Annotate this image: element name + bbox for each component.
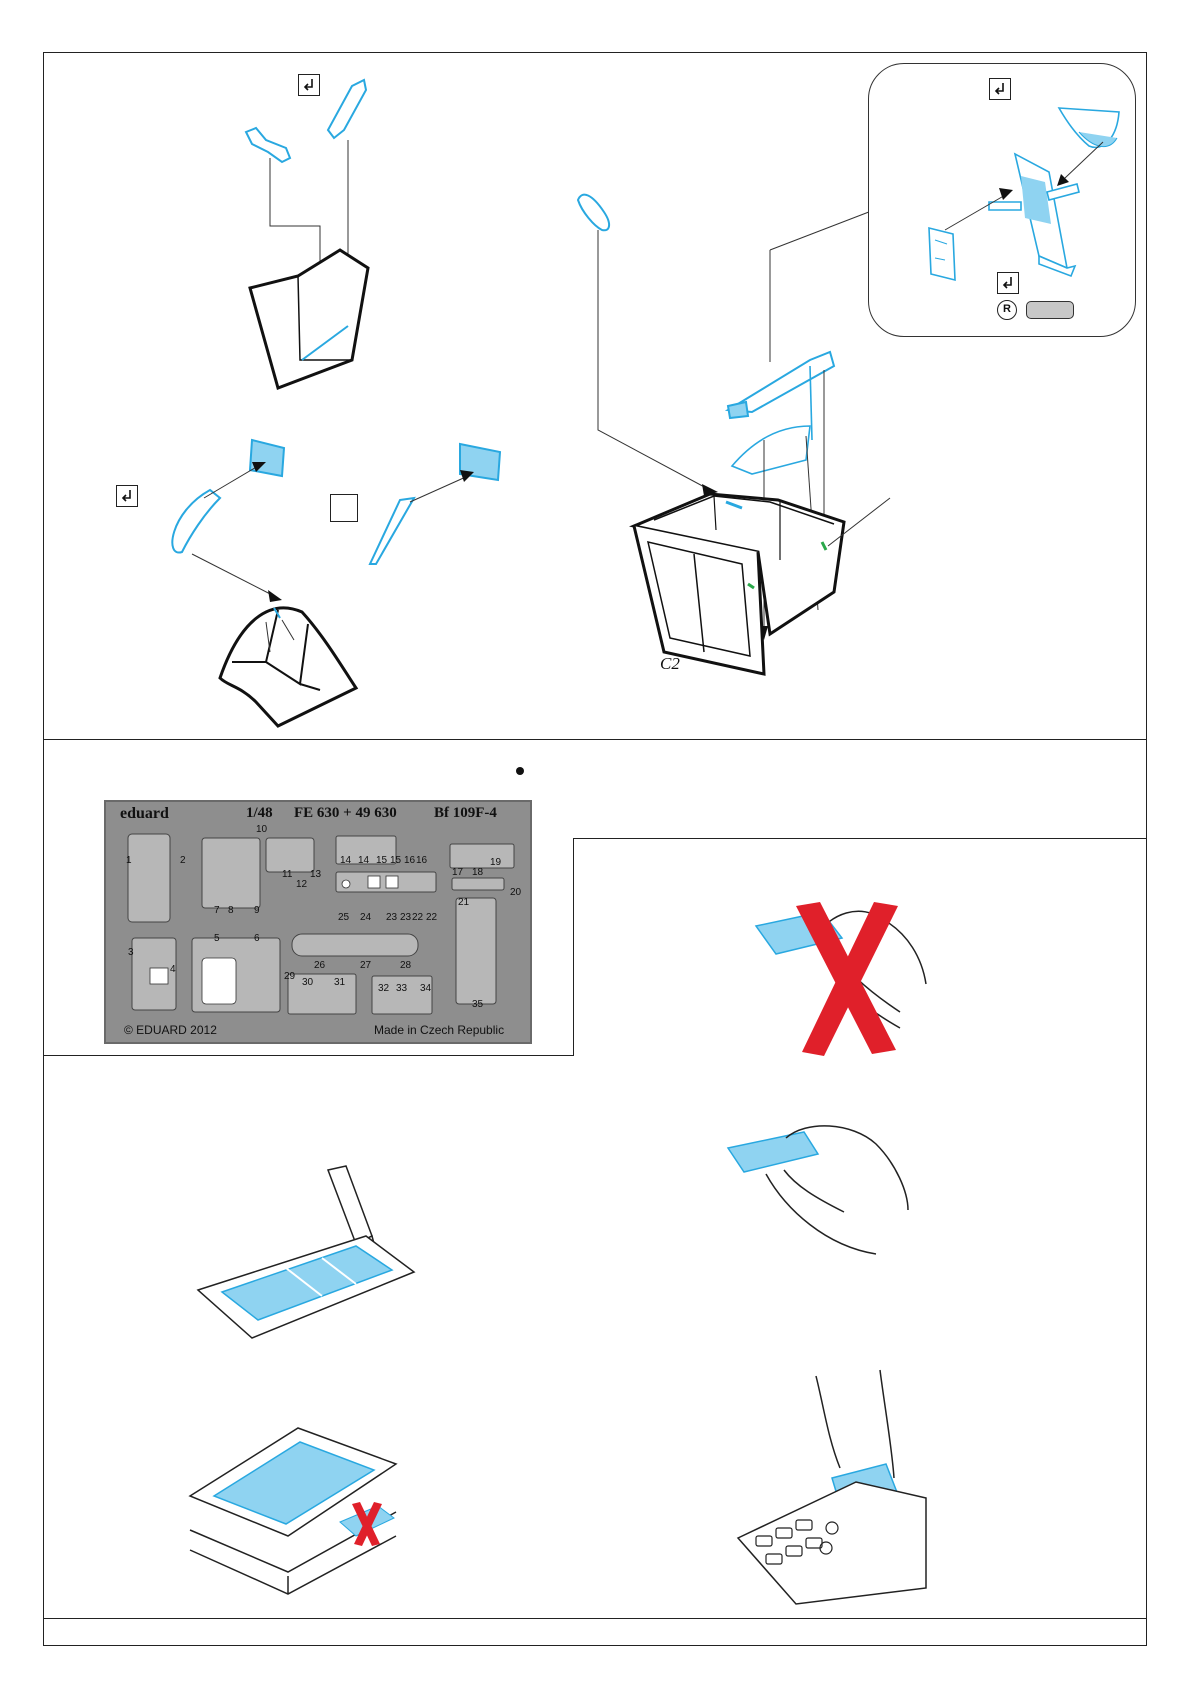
fret-part-number: 22 — [412, 912, 423, 923]
bend-icon — [989, 78, 1011, 100]
fret-code: FE 630 + 49 630 — [294, 805, 397, 822]
fret-part-number: 32 — [378, 983, 389, 994]
fret-part-number: 6 — [254, 933, 260, 944]
stacked-sheets-drawing — [188, 1426, 428, 1616]
inset-parts-drawing — [889, 98, 1129, 298]
fret-part-number: 10 — [256, 824, 267, 835]
fret-part-number: 9 — [254, 905, 260, 916]
fret-part-number: 7 — [214, 905, 220, 916]
fret-part-number: 33 — [396, 983, 407, 994]
fret-scale: 1/48 — [246, 805, 273, 822]
fret-part-number: 27 — [360, 960, 371, 971]
fret-part-number: 13 — [310, 869, 321, 880]
fret-copyright: © EDUARD 2012 — [124, 1023, 217, 1037]
fret-part-number: 35 — [472, 999, 483, 1010]
bend-icon — [116, 485, 138, 507]
fret-origin: Made in Czech Republic — [374, 1023, 504, 1037]
fret-part-number: 16 — [416, 855, 427, 866]
hand-press-drawing — [736, 1368, 966, 1608]
fret-part-number: 34 — [420, 983, 431, 994]
fret-part-number: 3 — [128, 947, 134, 958]
fret-box-right — [573, 838, 574, 1056]
fret-part-number: 20 — [510, 887, 521, 898]
fret-part-number: 14 — [340, 855, 351, 866]
fret-part-number: 22 — [426, 912, 437, 923]
hand-wrong-grip-drawing — [750, 900, 950, 1060]
part-label-c2: C2 — [660, 654, 680, 674]
seat-back-drawing — [170, 440, 530, 730]
fret-part-number: 15 — [390, 855, 401, 866]
fret-part-number: 15 — [376, 855, 387, 866]
fret-part-number: 25 — [338, 912, 349, 923]
fret-part-number: 23 — [386, 912, 397, 923]
armor-plate-assembly-drawing — [574, 190, 914, 710]
fret-part-number: 19 — [490, 857, 501, 868]
fret-part-number: 11 — [282, 869, 292, 880]
fret-part-number: 21 — [458, 897, 469, 908]
fret-box-top — [573, 838, 1147, 839]
fret-part-number: 4 — [170, 964, 176, 975]
fret-part-number: 5 — [214, 933, 220, 944]
fret-part-number: 1 — [126, 855, 132, 866]
fret-box-bottom — [43, 1055, 574, 1056]
x-mark-icon — [796, 902, 898, 1056]
color-chip — [1026, 301, 1074, 319]
fret-part-number: 8 — [228, 905, 234, 916]
fret-part-number: 14 — [358, 855, 369, 866]
fret-part-number: 18 — [472, 867, 483, 878]
fret-part-number: 24 — [360, 912, 371, 923]
hand-correct-grip-drawing — [726, 1120, 926, 1260]
fret-part-number: 31 — [334, 977, 345, 988]
section-divider-top — [43, 739, 1147, 740]
scalpel-cutting-drawing — [196, 1166, 436, 1346]
fret-part-number: 23 — [400, 912, 411, 923]
r-mark-icon: R — [997, 300, 1017, 320]
fret-brand: eduard — [120, 805, 169, 823]
fret-parts-drawing — [106, 824, 530, 1024]
fret-part-number: 2 — [180, 855, 186, 866]
fret-part-number: 29 — [284, 971, 295, 982]
fret-part-number: 30 — [302, 977, 313, 988]
fret-part-number: 16 — [404, 855, 415, 866]
detail-inset: R — [868, 63, 1136, 337]
seat-assembly-drawing — [240, 70, 380, 400]
section-divider-bottom — [43, 1618, 1147, 1619]
bullet-dot — [516, 767, 524, 775]
fret-part-number: 12 — [296, 879, 307, 890]
fret-part-number: 17 — [452, 867, 463, 878]
fret-part-number: 26 — [314, 960, 325, 971]
fret-subject: Bf 109F-4 — [434, 805, 497, 822]
fret-part-number: 28 — [400, 960, 411, 971]
pe-fret: eduard 1/48 FE 630 + 49 630 Bf 109F-4 © … — [104, 800, 532, 1044]
